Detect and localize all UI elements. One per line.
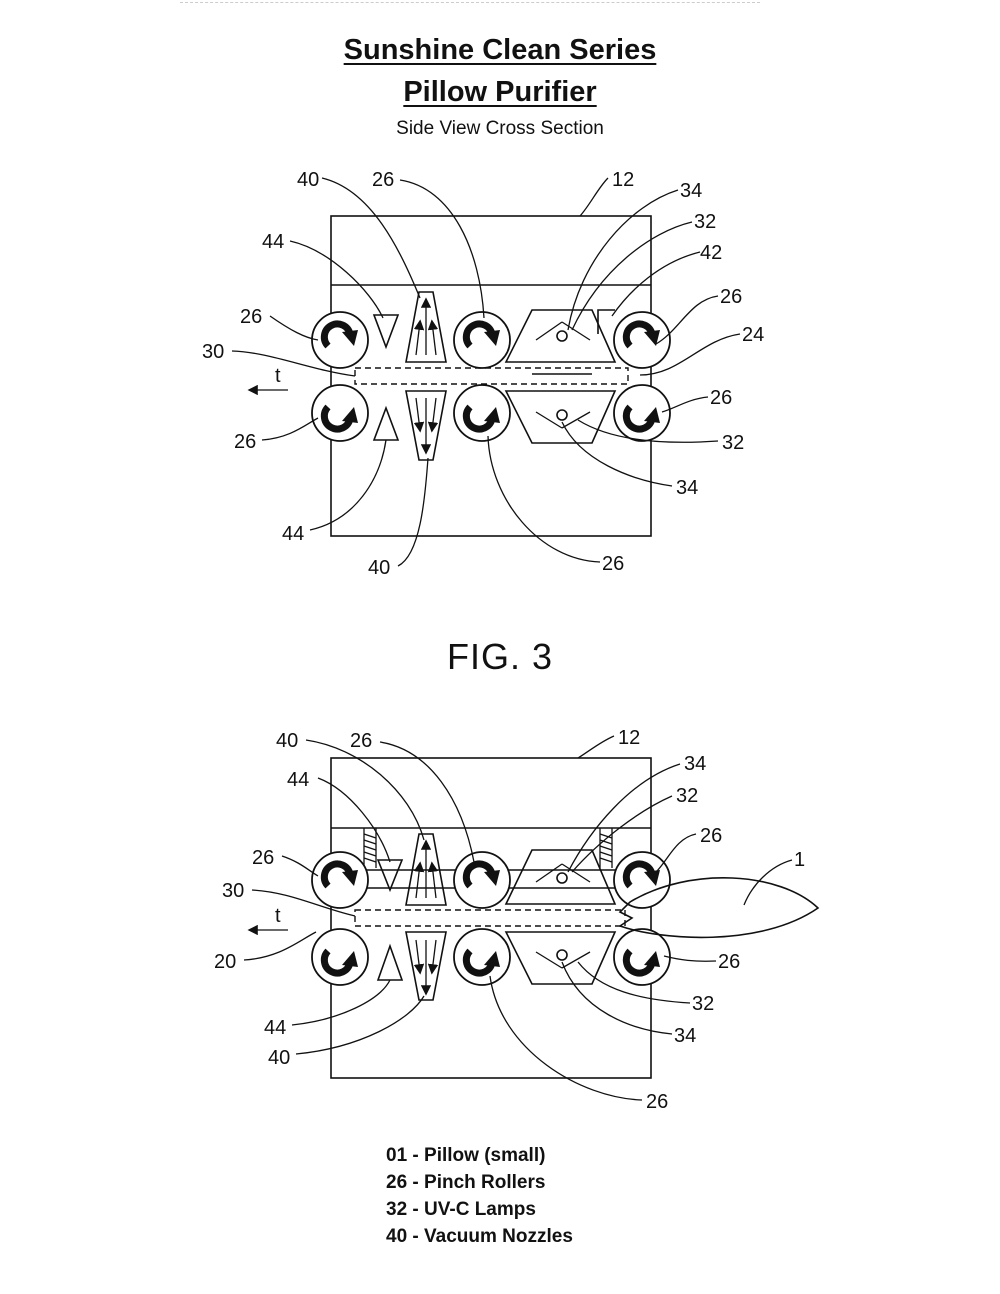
legend-item: 40 - Vacuum Nozzles [386, 1226, 573, 1247]
spring [599, 828, 613, 868]
pinch-roller [454, 312, 510, 368]
label-12: 12 [618, 727, 640, 749]
pillow-path-30 [354, 367, 629, 385]
figure-label: FIG. 3 [446, 636, 554, 677]
label-44: 44 [264, 1017, 286, 1039]
legend: 01 - Pillow (small) 26 - Pinch Rollers 3… [386, 1142, 573, 1250]
label-26: 26 [718, 951, 740, 973]
label-44: 44 [282, 523, 304, 545]
label-34: 34 [680, 180, 702, 202]
label-26: 26 [720, 286, 742, 308]
bracket-42 [597, 309, 615, 334]
housing-12 [330, 757, 652, 1079]
view-caption: Side View Cross Section [396, 118, 604, 139]
pinch-roller [312, 312, 368, 368]
vent-triangle-44 [376, 943, 404, 981]
uv-lamp-32 [556, 330, 568, 342]
label-20: 20 [214, 951, 236, 973]
uv-lamp-32 [556, 409, 568, 421]
diagram-top: 40 26 12 34 32 42 44 26 24 26 30 t 26 26… [202, 169, 764, 579]
scan-artifact-line [180, 2, 760, 4]
pinch-roller [312, 385, 368, 441]
label-26: 26 [252, 847, 274, 869]
label-44: 44 [262, 231, 284, 253]
label-32: 32 [676, 785, 698, 807]
label-44: 44 [287, 769, 309, 791]
uv-reflector-34 [504, 390, 617, 444]
pinch-roller [614, 929, 670, 985]
label-40: 40 [297, 169, 319, 191]
vent-triangle-44 [372, 314, 400, 350]
label-40: 40 [268, 1047, 290, 1069]
housing-12 [330, 215, 652, 537]
pinch-roller [614, 852, 670, 908]
label-t: t [275, 905, 281, 927]
vacuum-nozzle-40 [405, 390, 447, 461]
pillow-path-30 [354, 909, 626, 927]
vacuum-nozzle-40 [405, 833, 447, 906]
label-26: 26 [602, 553, 624, 575]
label-34: 34 [684, 753, 706, 775]
uv-reflector-34 [504, 849, 617, 905]
legend-item: 01 - Pillow (small) [386, 1145, 546, 1166]
label-32: 32 [694, 211, 716, 233]
label-t: t [275, 365, 281, 387]
label-40: 40 [368, 557, 390, 579]
pinch-roller [614, 385, 670, 441]
label-26: 26 [710, 387, 732, 409]
label-26: 26 [372, 169, 394, 191]
label-26: 26 [646, 1091, 668, 1113]
label-34: 34 [674, 1025, 696, 1047]
vent-triangle-44 [376, 859, 404, 893]
legend-item: 26 - Pinch Rollers [386, 1172, 546, 1193]
pinch-roller [312, 929, 368, 985]
legend-item: 32 - UV-C Lamps [386, 1199, 536, 1220]
uv-lamp-32 [556, 949, 568, 961]
pillow-1 [618, 877, 820, 939]
label-30: 30 [222, 880, 244, 902]
label-26: 26 [234, 431, 256, 453]
label-30: 30 [202, 341, 224, 363]
label-26: 26 [700, 825, 722, 847]
pinch-roller [454, 929, 510, 985]
vent-triangle-44 [372, 405, 400, 441]
pinch-roller [454, 852, 510, 908]
label-26: 26 [240, 306, 262, 328]
label-1: 1 [794, 849, 805, 871]
label-32: 32 [722, 432, 744, 454]
label-40: 40 [276, 730, 298, 752]
page-title: Sunshine Clean Series [343, 34, 657, 66]
uv-lamp-32 [556, 872, 568, 884]
diagram-bottom: 40 26 12 34 32 44 26 1 26 30 t 20 26 32 … [214, 727, 820, 1113]
pinch-roller [312, 852, 368, 908]
label-26: 26 [350, 730, 372, 752]
label-34: 34 [676, 477, 698, 499]
label-12: 12 [612, 169, 634, 191]
label-24: 24 [742, 324, 764, 346]
spring [363, 828, 377, 868]
page-subtitle-product: Pillow Purifier [403, 76, 597, 108]
uv-reflector-34 [504, 931, 617, 985]
vacuum-nozzle-40 [405, 291, 447, 363]
label-32: 32 [692, 993, 714, 1015]
vacuum-nozzle-40 [405, 931, 447, 1001]
pinch-roller [454, 385, 510, 441]
label-42: 42 [700, 242, 722, 264]
